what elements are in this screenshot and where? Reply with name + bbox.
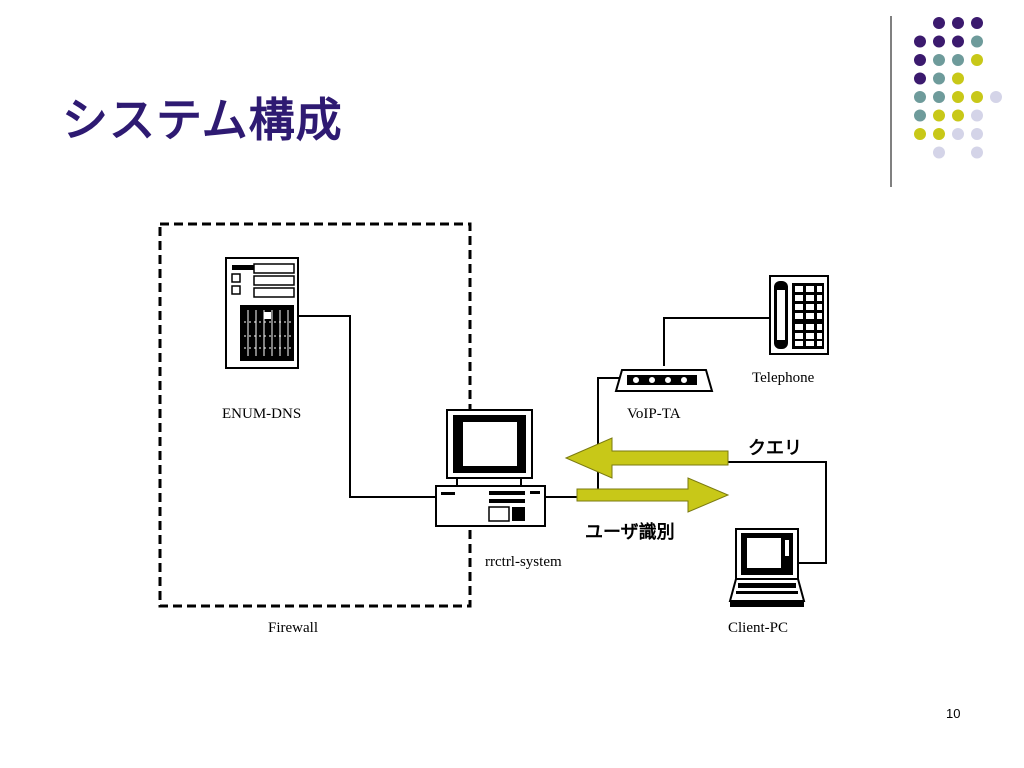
decorative-dot [971, 91, 983, 103]
decorative-dot [933, 109, 945, 122]
decorative-dot [971, 146, 983, 159]
decorative-dot [971, 35, 983, 48]
decorative-dot [990, 91, 1002, 103]
decorative-dot [952, 128, 964, 140]
decorative-dot [952, 91, 964, 103]
voip-ta-label: VoIP-TA [627, 406, 681, 422]
query-arrow-label: クエリ [748, 438, 802, 459]
decorative-dot [914, 72, 926, 85]
decorative-dot [971, 128, 983, 140]
connection-lines [296, 315, 827, 564]
decorative-dot [952, 72, 964, 85]
decorative-dot [914, 35, 926, 48]
decorative-dot [914, 91, 926, 103]
page-number: 10 [946, 706, 961, 721]
telephone-label: Telephone [752, 370, 815, 386]
user-identification-label: ユーザ識別 [585, 521, 675, 543]
decorative-dot [933, 54, 945, 66]
firewall-boundary [158, 222, 472, 608]
rrctrl-computer-icon [435, 409, 546, 527]
client-pc-label: Client-PC [728, 620, 788, 636]
decorative-dot [952, 109, 964, 122]
query-arrow [564, 437, 729, 479]
line-dns-to-rrctrl [296, 315, 436, 498]
enum-dns-server-icon [225, 257, 299, 369]
decorative-dot [914, 54, 926, 66]
decorative-dot [933, 35, 945, 48]
line-voipta-to-telephone [663, 317, 770, 366]
decorative-dot [971, 109, 983, 122]
decorative-dot [914, 109, 926, 122]
voip-ta-icon [614, 369, 714, 392]
decorative-dot [914, 128, 926, 140]
user-identification-arrow [576, 477, 730, 513]
telephone-icon [769, 275, 829, 355]
decorative-dot [933, 91, 945, 103]
decorative-dot-grid [914, 17, 1002, 159]
rrctrl-system-label: rrctrl-system [485, 554, 562, 570]
decorative-dot [952, 17, 964, 29]
decorative-dot [971, 17, 983, 29]
firewall-label: Firewall [268, 620, 318, 636]
decorative-dot [952, 54, 964, 66]
slide-title: システム構成 [62, 93, 343, 147]
client-pc-laptop-icon [728, 528, 806, 607]
decorative-dot [933, 146, 945, 159]
decorative-dot [933, 72, 945, 85]
enum-dns-label: ENUM-DNS [222, 406, 301, 422]
line-voipta-branch [597, 377, 622, 497]
decorative-dot [952, 35, 964, 48]
decorative-dot [933, 128, 945, 140]
decorative-dot [933, 17, 945, 29]
decorative-dot [971, 54, 983, 66]
